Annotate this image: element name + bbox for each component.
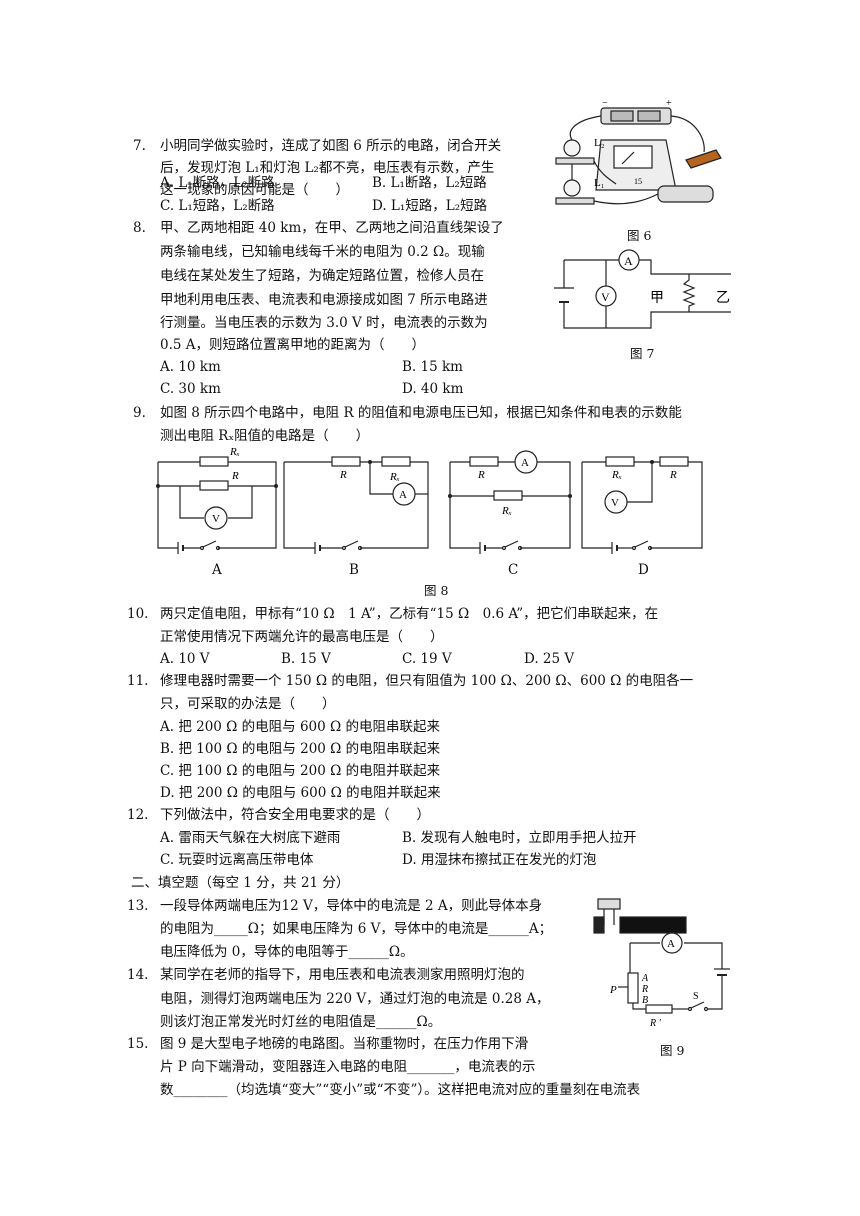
q8-line-4: 甲地利用电压表、电流表和电源接成如图 7 所示电路进: [160, 292, 488, 308]
q12-number: 12.: [127, 807, 149, 823]
fig8d-r-label: R: [669, 469, 677, 481]
q7-option-d: D. L₁短路，L₂短路: [372, 198, 488, 214]
figure-6-apparatus: L₂ L₁ − + 15: [555, 100, 722, 205]
fig8c-r-label: R: [477, 469, 485, 481]
fig8b-rx-label: Rₓ: [389, 471, 400, 483]
q8-option-b: B. 15 km: [402, 359, 463, 375]
q7-line-1: 小明同学做实验时，连成了如图 6 所示的电路，闭合开关: [160, 138, 502, 154]
fig6-l1-label: L₁: [594, 177, 605, 189]
q8-line-3: 电线在某处发生了短路，为确定短路位置，检修人员在: [160, 268, 484, 284]
figure-8-option-a: A: [212, 562, 222, 578]
figure-9-caption: 图 9: [660, 1043, 685, 1058]
q15-number: 15.: [127, 1036, 149, 1052]
fig8a-voltmeter-label: V: [212, 513, 220, 525]
q8-line-2: 两条输电线，已知输电线每千米的电阻为 0.2 Ω。现输: [160, 244, 485, 260]
q14-line-2: 电阻，测得灯泡两端电压为 220 V，通过灯泡的电流是 0.28 A，: [160, 991, 550, 1007]
fig8b-r-label: R: [339, 469, 347, 481]
fig7-yi-label: 乙: [716, 290, 730, 306]
q12-line-1: 下列做法中，符合安全用电要求的是（ ）: [160, 807, 430, 823]
fig9-switch-label: S: [693, 991, 699, 1002]
q11-option-d: D. 把 200 Ω 的电阻与 600 Ω 的电阻并联起来: [160, 785, 441, 801]
fig8c-rx-label: Rₓ: [501, 505, 512, 517]
fig8d-rx-label: Rₓ: [611, 469, 622, 481]
q10-line-2: 正常使用情况下两端允许的最高电压是（ ）: [160, 629, 444, 645]
section-heading-fill-in: 二、填空题（每空 1 分，共 21 分）: [131, 875, 350, 891]
q8-line-6: 0.5 A，则短路位置离甲地的距离为（ ）: [160, 337, 426, 353]
q8-line-5: 行测量。当电压表的示数为 3.0 V 时，电流表的示数为: [160, 315, 488, 331]
q7-option-b: B. L₁断路，L₂短路: [372, 175, 487, 191]
fig9-a-terminal-label: A: [641, 973, 649, 984]
figure-8-caption: 图 8: [424, 583, 449, 598]
q10-option-d: D. 25 V: [524, 651, 575, 667]
q7-line-3: 这一现象的原因可能是（ ）: [160, 182, 349, 198]
q15-line-1: 图 9 是大型电子地磅的电路图。当称重物时，在压力作用下滑: [160, 1036, 529, 1052]
q11-option-c: C. 把 100 Ω 的电阻与 200 Ω 的电阻并联起来: [160, 763, 441, 779]
q7-option-c: C. L₁短路，L₂断路: [160, 198, 275, 214]
q7-line-2: 后，发现灯泡 L₁和灯泡 L₂都不亮，电压表有示数，产生: [160, 160, 495, 176]
q12-option-a: A. 雷雨天气躲在大树底下避雨: [160, 830, 341, 846]
q13-line-2: 的电阻为_____Ω；如果电压降为 6 V，导体中的电流是______A；: [160, 921, 553, 937]
fig9-r-label: R: [641, 984, 648, 995]
fig6-plus-sign: +: [666, 100, 672, 109]
q14-line-3: 则该灯泡正常发光时灯丝的电阻值是______Ω。: [160, 1014, 442, 1030]
q15-line-3: 数________（均选填“变大”“变小”或“不变”）。这样把电流对应的重量刻在…: [160, 1082, 641, 1098]
q10-line-1: 两只定值电阻，甲标有“10 Ω 1 A”，乙标有“15 Ω 0.6 A”，把它们…: [160, 606, 659, 622]
q11-option-b: B. 把 100 Ω 的电阻与 200 Ω 的电阻串联起来: [160, 741, 441, 757]
fig7-voltmeter-label: V: [601, 290, 610, 304]
q14-line-1: 某同学在老师的指导下，用电压表和电流表测家用照明灯泡的: [160, 967, 525, 983]
fig6-l2-label: L₂: [594, 137, 605, 149]
fig8c-ammeter-label: A: [521, 457, 529, 469]
fig7-jia-label: 甲: [650, 291, 664, 306]
q10-option-a: A. 10 V: [160, 651, 210, 667]
q8-option-d: D. 40 km: [402, 381, 464, 397]
q7-option-a: A. L₁断路，L₂断路: [160, 175, 275, 191]
figure-9-weighbridge-circuit: A A R B P R ′ S: [593, 898, 730, 1029]
figure-8-option-c: C: [508, 562, 519, 578]
q7-number: 7.: [133, 138, 146, 154]
q8-option-a: A. 10 km: [160, 359, 221, 375]
q13-number: 13.: [127, 898, 149, 914]
fig6-minus-sign: −: [602, 100, 608, 109]
q14-number: 14.: [127, 967, 149, 983]
fig7-ammeter-label: A: [624, 254, 633, 268]
fig9-rprime-label: R ′: [649, 1018, 662, 1029]
q10-number: 10.: [127, 606, 149, 622]
q9-number: 9.: [133, 405, 146, 421]
figure-8-option-d: D: [638, 562, 649, 578]
q8-line-1: 甲、乙两地相距 40 km，在甲、乙两地之间沿直线架设了: [160, 220, 504, 236]
q12-option-c: C. 玩耍时远离高压带电体: [160, 852, 314, 868]
fig9-slider-p-label: P: [609, 984, 617, 996]
fig6-meter-scale: 15: [634, 177, 642, 186]
q8-number: 8.: [133, 220, 146, 236]
figure-7-circuit: A V 甲 乙: [554, 249, 731, 329]
q11-number: 11.: [127, 673, 149, 689]
q9-line-1: 如图 8 所示四个电路中，电阻 R 的阻值和电源电压已知，根据已知条件和电表的示…: [160, 405, 682, 421]
figure-7-caption: 图 7: [630, 346, 655, 361]
q12-option-d: D. 用湿抹布擦拭正在发光的灯泡: [402, 852, 597, 868]
fig8a-rx-label: Rₓ: [229, 446, 240, 458]
q8-option-c: C. 30 km: [160, 381, 221, 397]
q11-line-2: 只，可采取的办法是（ ）: [160, 696, 336, 712]
fig9-ammeter-label: A: [667, 938, 675, 950]
figure-8-option-b: B: [349, 562, 359, 578]
figure-6-caption: 图 6: [627, 228, 652, 243]
q11-option-a: A. 把 200 Ω 的电阻与 600 Ω 的电阻串联起来: [160, 719, 440, 735]
q9-line-2: 测出电阻 Rₓ阻值的电路是（ ）: [160, 428, 370, 444]
fig8a-r-label: R: [231, 470, 239, 482]
figure-8-circuits: Rₓ R V R Rₓ A R A Rₓ Rₓ R V: [156, 446, 703, 554]
fig9-b-terminal-label: B: [642, 995, 648, 1006]
q11-line-1: 修理电器时需要一个 150 Ω 的电阻，但只有阻值为 100 Ω、200 Ω、6…: [160, 673, 694, 689]
q12-option-b: B. 发现有人触电时，立即用手把人拉开: [402, 830, 637, 846]
q10-option-c: C. 19 V: [402, 651, 452, 667]
fig8b-ammeter-label: A: [399, 489, 407, 501]
q13-line-3: 电压降低为 0，导体的电阻等于______Ω。: [160, 944, 414, 960]
q13-line-1: 一段导体两端电压为12 V，导体中的电流是 2 A，则此导体本身: [160, 898, 543, 914]
q15-line-2: 片 P 向下端滑动，变阻器连入电路的电阻_______，电流表的示: [160, 1059, 536, 1075]
fig8d-voltmeter-label: V: [611, 497, 619, 509]
q10-option-b: B. 15 V: [281, 651, 331, 667]
